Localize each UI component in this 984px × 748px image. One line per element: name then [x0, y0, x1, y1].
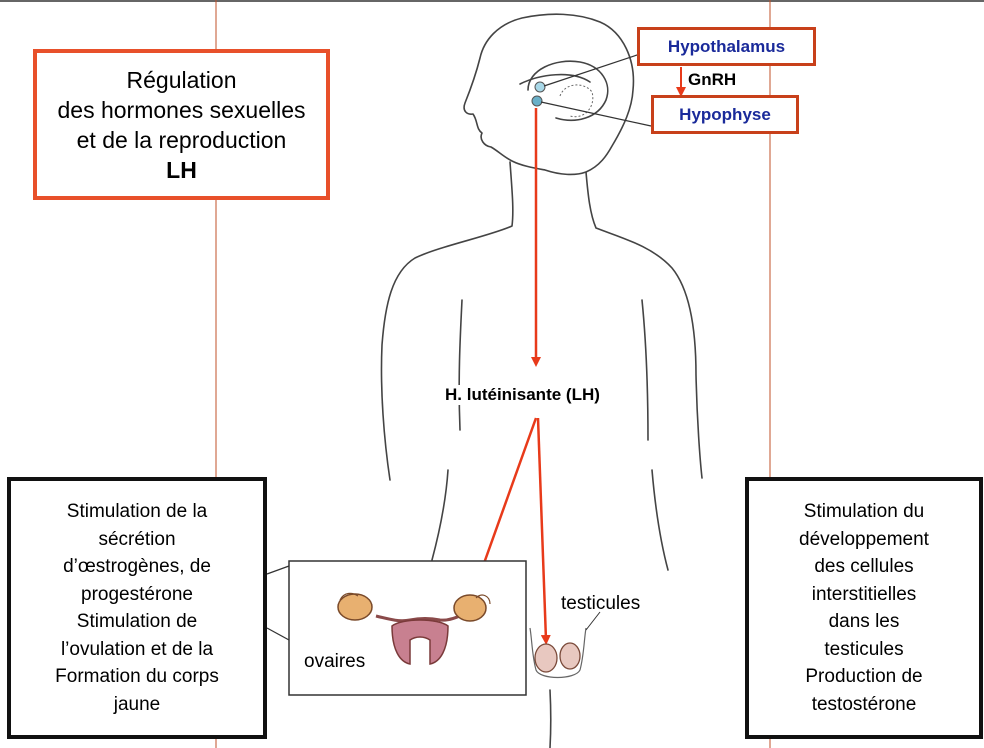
female-effects-line: Stimulation de — [77, 608, 197, 636]
testicle-arrow — [538, 418, 546, 640]
male-effects-line: dans les — [829, 608, 900, 636]
female-effects-line: progestérone — [81, 581, 193, 609]
female-effects-line: Formation du corps — [55, 663, 219, 691]
title-line-1: Régulation — [127, 65, 237, 95]
female-effects-line: sécrétion — [98, 526, 175, 554]
male-effects-line: développement — [799, 526, 929, 554]
male-effects-line: des cellules — [814, 553, 913, 581]
title-box: Régulation des hormones sexuelles et de … — [33, 49, 330, 200]
female-effects-box: Stimulation de la sécrétion d’œstrogènes… — [7, 477, 267, 739]
female-effects-line: l’ovulation et de la — [61, 636, 213, 664]
male-effects-box: Stimulation du développement des cellule… — [745, 477, 983, 739]
lh-hormone-label: H. lutéinisante (LH) — [443, 385, 602, 405]
ovary-inset-pointer — [267, 566, 289, 574]
hypophyse-leader — [541, 102, 651, 126]
hypothalamus-label: Hypothalamus — [637, 27, 816, 66]
testicles-illustration — [530, 612, 600, 678]
hypophyse-label: Hypophyse — [651, 95, 799, 134]
ovary-inset-pointer-2 — [267, 628, 289, 640]
female-effects-line: Stimulation de la — [67, 498, 207, 526]
male-effects-line: testicules — [824, 636, 903, 664]
gnrh-label: GnRH — [688, 70, 736, 90]
title-line-3: et de la reproduction — [77, 125, 287, 155]
male-effects-line: Production de — [805, 663, 922, 691]
female-effects-line: d’œstrogènes, de — [63, 553, 211, 581]
ovaries-label: ovaires — [304, 651, 365, 673]
male-effects-line: testostérone — [812, 691, 917, 719]
male-effects-line: interstitielles — [812, 581, 917, 609]
testicles-label: testicules — [561, 593, 640, 615]
hypothalamus-leader — [544, 55, 637, 86]
male-effects-line: Stimulation du — [804, 498, 924, 526]
female-effects-line: jaune — [114, 691, 161, 719]
title-line-2: des hormones sexuelles — [57, 95, 305, 125]
title-line-4: LH — [166, 155, 197, 185]
